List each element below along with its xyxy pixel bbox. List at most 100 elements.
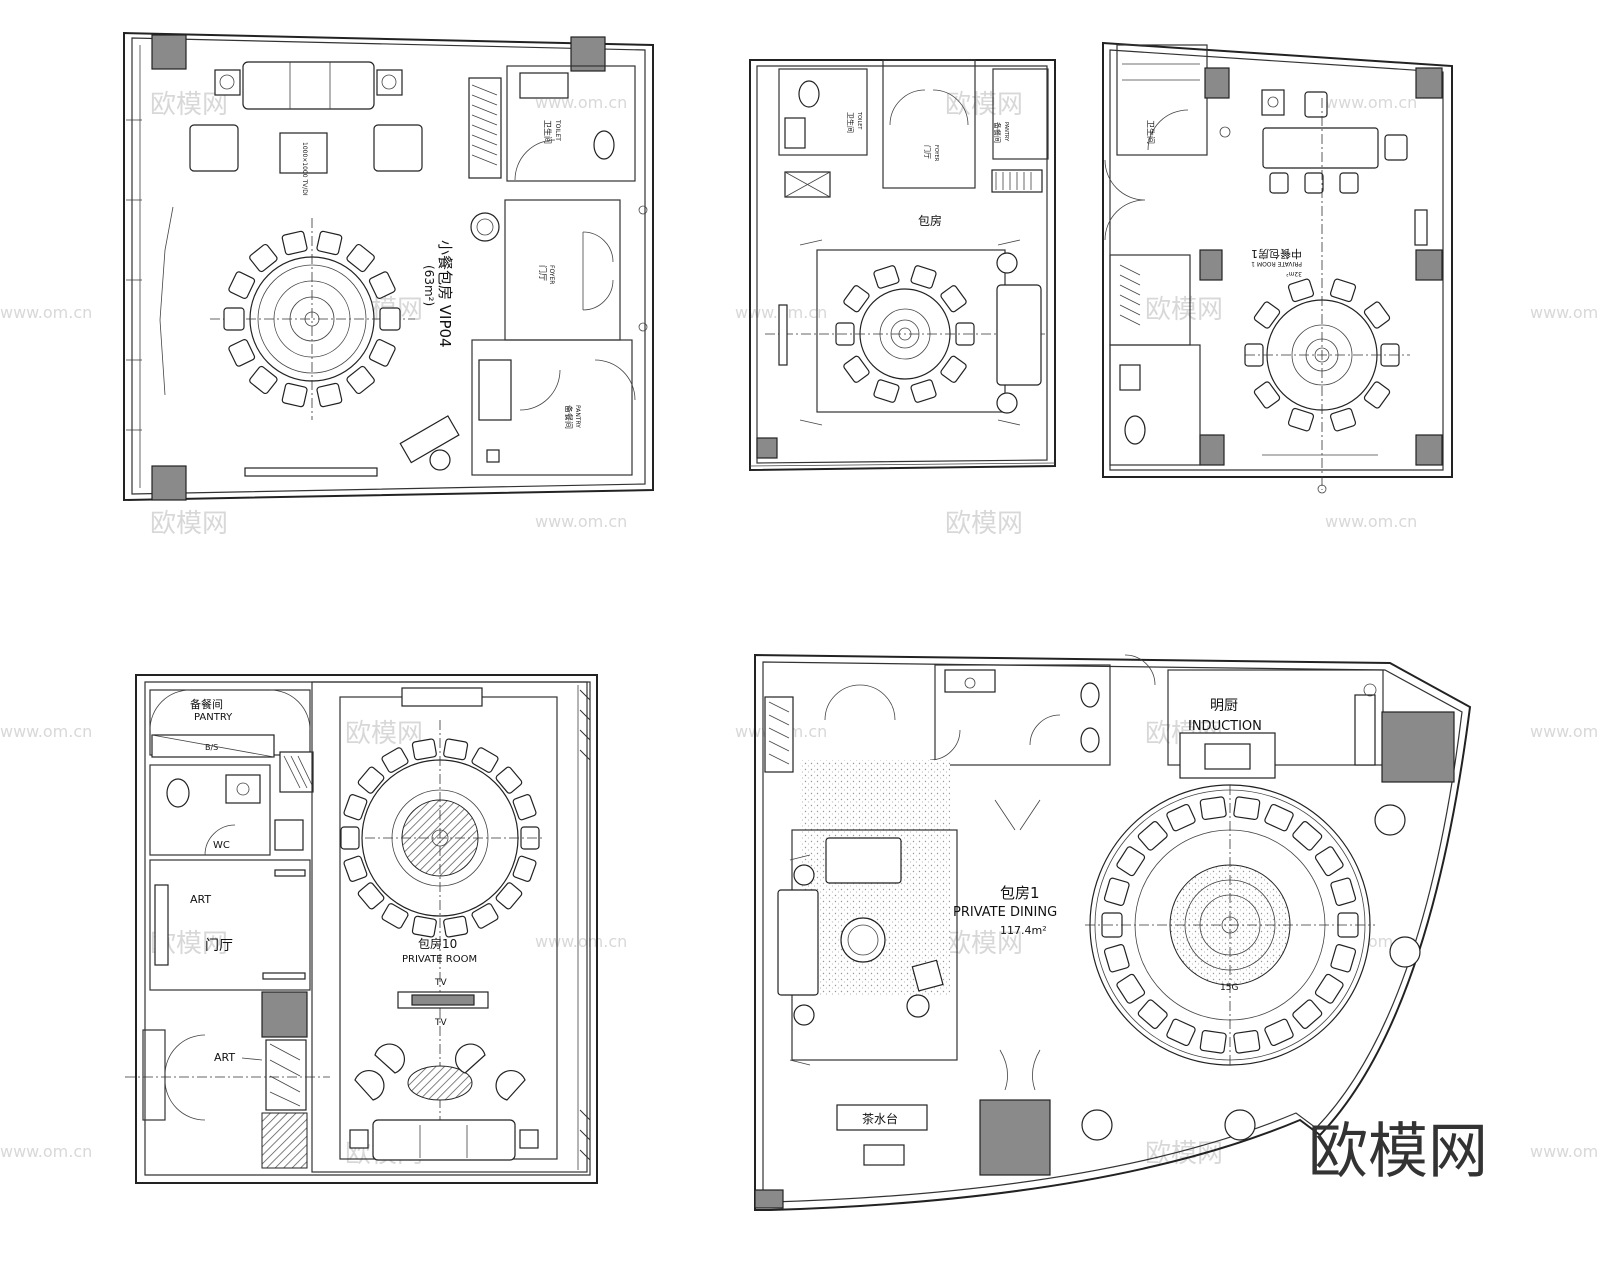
wardrobe [468, 77, 502, 179]
armchair [373, 124, 423, 172]
basin-counter [519, 72, 569, 99]
tv-console [244, 467, 378, 477]
structural-column [1204, 67, 1230, 99]
art-label-1: ART [190, 893, 211, 906]
tv-label-2: TV [434, 1018, 447, 1028]
tv-note: 1000×1000 TV/DI [301, 142, 308, 196]
dining-chair [843, 285, 870, 313]
armchair [189, 124, 239, 172]
art-label-2: ART [214, 1051, 235, 1064]
plan-private-room-a: 卫生间 TOILET 门厅 FOYER 备餐间 PANTRY 包房 [749, 59, 1056, 472]
toilet-label-en: TOILET [554, 119, 561, 141]
dining-chair [471, 747, 499, 773]
basin [784, 117, 806, 149]
wc-label: WC [213, 840, 230, 851]
watermark-cn: 欧模网 [945, 929, 1023, 959]
dining-table-12 [210, 218, 415, 420]
dining-chair [316, 382, 343, 408]
dining-chair [1166, 1018, 1196, 1047]
watermark-cn: 欧模网 [345, 719, 423, 749]
dining-chair [1287, 407, 1315, 432]
pantry-counter [478, 359, 512, 421]
coffee-table [840, 917, 886, 963]
coffee-table [407, 1065, 473, 1101]
dining-chair [343, 794, 368, 821]
watermark-url: www.om.cn [1530, 1142, 1600, 1161]
dining-chair [228, 338, 256, 367]
dining-chair [1116, 846, 1146, 877]
pantry-label-en: PANTRY [1003, 122, 1009, 142]
dining-chair [368, 338, 396, 367]
watermark-cn: 欧模网 [1145, 1139, 1223, 1169]
dining-chair [1253, 301, 1281, 329]
dining-chair [940, 285, 967, 313]
watermark-url: www.om.cn [1530, 722, 1600, 741]
basin-counter [944, 669, 996, 693]
watermark-url: www.om.cn [0, 1142, 92, 1161]
dining-chair [940, 355, 967, 383]
dining-chair [512, 794, 537, 821]
dining-chair [346, 243, 375, 273]
watermark-url: www.om.cn [1325, 512, 1417, 531]
watermark-url: www.om.cn [535, 512, 627, 531]
dining-chair [249, 243, 278, 273]
tea-station-label: 茶水台 [862, 1111, 898, 1126]
dining-chair [281, 382, 308, 408]
dining-chair [1233, 1029, 1261, 1054]
dining-chair [1233, 796, 1261, 821]
lounge-chair [354, 1070, 385, 1101]
room-label-en: PRIVATE ROOM [402, 954, 477, 965]
structural-column [570, 36, 606, 72]
sofa [372, 1119, 516, 1161]
side-table [376, 69, 403, 96]
structural-column [1415, 434, 1443, 466]
toilet [1080, 727, 1100, 753]
room-area: 117.4m² [1000, 924, 1047, 937]
watermark-url: www.om.cn [1530, 303, 1600, 322]
dining-chair [249, 365, 278, 395]
dining-chair [340, 826, 360, 850]
foyer-label-cn: 门厅 [538, 265, 548, 281]
plan-private-dining-1: 明厨 INDUCTION 包房1 PRIVATE DINING 117.4m² [754, 653, 1472, 1211]
dining-chair [1137, 999, 1168, 1029]
plan-vip04: 1000×1000 TV/DI 卫生间 TOILET 门厅 FOYER 备餐间 … [123, 31, 654, 502]
room-label-cn: 包房10 [418, 936, 457, 951]
dining-chair [379, 307, 401, 331]
room-area: 32m² [1286, 270, 1302, 277]
sofa [242, 61, 375, 110]
sofa [996, 284, 1042, 386]
room-label: 包房 [918, 213, 942, 228]
dining-chair [1330, 877, 1357, 906]
dining-chair [1329, 278, 1357, 303]
lounge-chair [455, 1043, 486, 1074]
dining-chair [1314, 846, 1344, 877]
room-label-en: PRIVATE ROOM 1 [1251, 260, 1302, 267]
lounge-chair [374, 1043, 405, 1074]
plan-private-room-10: 备餐间 PANTRY B/S WC ART 门厅 ART [125, 674, 598, 1184]
bar-counter [1262, 127, 1379, 169]
dining-chair [843, 355, 870, 383]
toilet-label-cn: 卫生间 [846, 112, 855, 133]
dining-chair [1329, 407, 1357, 432]
dining-chair [1116, 973, 1146, 1004]
dining-chair [443, 915, 469, 938]
tea-station [836, 1104, 928, 1131]
room-label-cn: 中餐包房1 [1251, 247, 1302, 261]
pantry-label-cn: 备餐间 [190, 697, 223, 711]
dining-chair [1363, 301, 1391, 329]
sofa [777, 889, 819, 996]
dining-chair [346, 365, 375, 395]
structural-column [1415, 67, 1443, 99]
pantry-label-en: PANTRY [194, 712, 233, 723]
toilet [166, 778, 190, 808]
dining-chair [316, 230, 343, 256]
wardrobe [764, 696, 794, 773]
toilet [1080, 682, 1100, 708]
side-table [214, 69, 241, 96]
watermark-url: www.om.cn [0, 722, 92, 741]
structural-column [1381, 711, 1455, 783]
foyer-label-cn: 门厅 [205, 938, 233, 954]
dining-chair [357, 766, 385, 794]
dining-chair [512, 855, 537, 882]
